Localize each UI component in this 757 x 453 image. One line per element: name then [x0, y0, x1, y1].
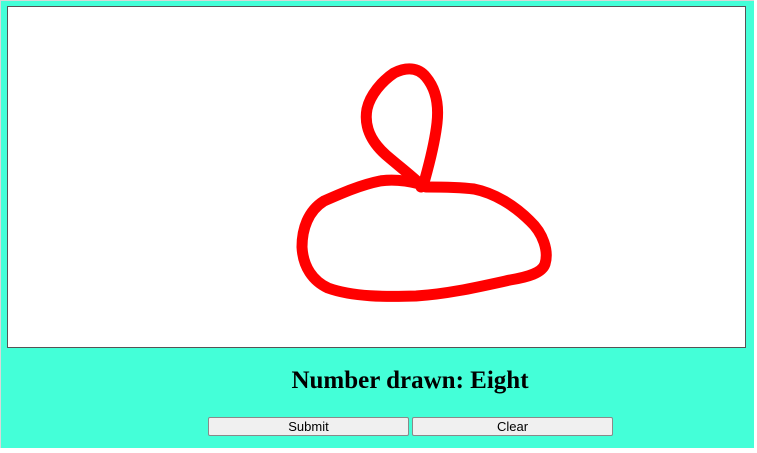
result-heading: Number drawn: Eight [1, 367, 757, 395]
submit-button[interactable]: Submit [208, 417, 409, 436]
result-prefix: Number drawn: [291, 367, 471, 394]
result-value: Eight [470, 367, 529, 394]
drawn-stroke-upper-loop [360, 63, 444, 193]
clear-button[interactable]: Clear [412, 417, 613, 436]
drawn-stroke-lower-loop [296, 174, 552, 302]
drawing-canvas[interactable] [7, 6, 746, 348]
drawing-surface[interactable] [8, 7, 745, 347]
